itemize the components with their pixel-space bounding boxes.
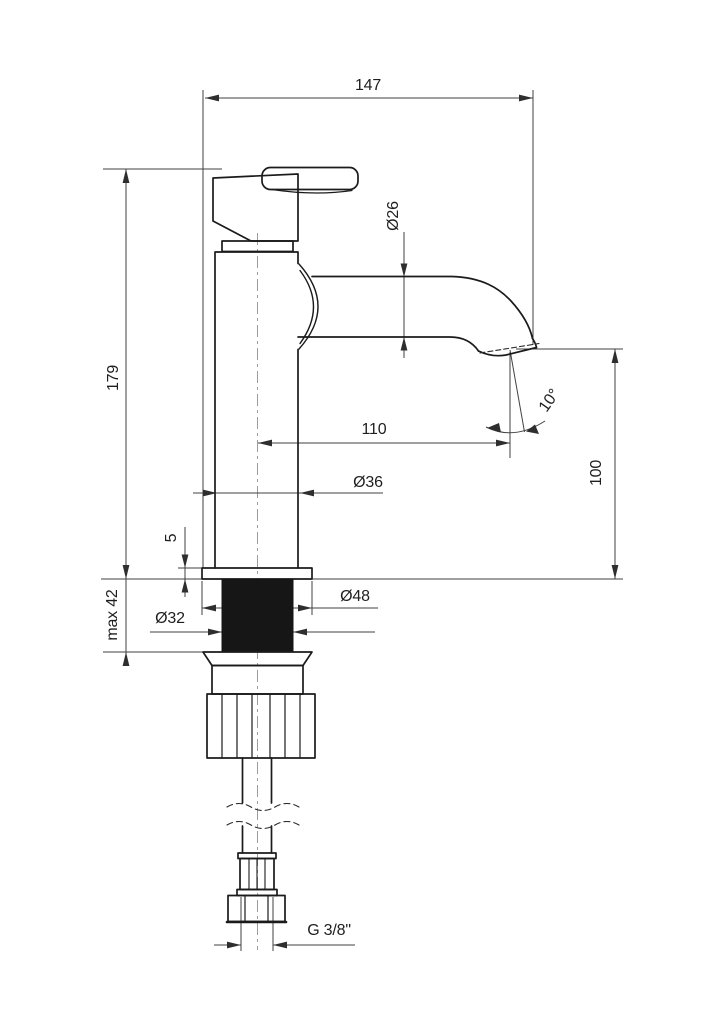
faucet-outline — [201, 166, 540, 924]
dim-label-spout-height: 100 — [588, 459, 605, 487]
cartridge-head — [212, 173, 299, 253]
hex-nut — [227, 894, 286, 923]
supply-hose — [226, 757, 300, 854]
body-column — [214, 251, 299, 569]
dim-label-overall-height: 179 — [105, 364, 122, 392]
hose-connector — [225, 852, 288, 924]
dim-label-max-mount-thickness: max 42 — [104, 589, 121, 641]
spout — [297, 275, 540, 357]
aerator-face-dashed — [479, 342, 540, 354]
break-line-lower — [226, 820, 300, 830]
dim-label-base-diameter: Ø48 — [340, 588, 370, 605]
break-line-upper — [226, 802, 300, 812]
dim-label-shank-diameter: Ø32 — [155, 610, 185, 627]
angle-10-line — [509, 349, 525, 433]
dimension-arrowheads — [122, 94, 619, 949]
mounting-nut — [202, 651, 316, 759]
dim-label-body-diameter: Ø36 — [353, 474, 383, 491]
threaded-shank — [221, 578, 294, 653]
handle-lever — [261, 166, 359, 194]
dimension-lines — [101, 90, 623, 951]
dim-label-base-ring-height: 5 — [163, 533, 180, 543]
dim-label-spout-diameter: Ø26 — [385, 201, 402, 231]
dim-label-spout-reach: 110 — [361, 421, 387, 438]
spout-joint — [298, 263, 319, 350]
dim-label-overall-width: 147 — [354, 77, 382, 94]
dim-label-hose-thread: G 3/8" — [307, 922, 351, 939]
